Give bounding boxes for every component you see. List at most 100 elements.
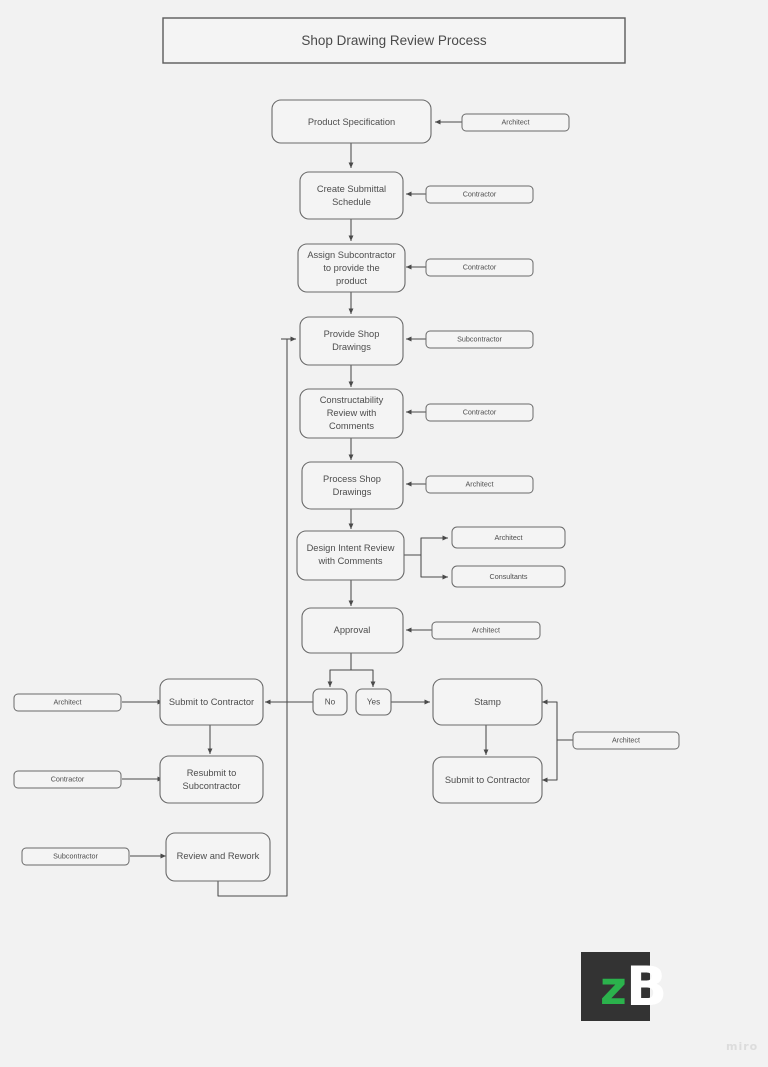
node-approval[interactable]: Approval <box>301 607 404 654</box>
title-frame-box <box>162 17 626 64</box>
role-label: Architect <box>495 533 523 542</box>
node-label-line2: Schedule <box>332 197 371 207</box>
node-label-line3: Comments <box>329 421 374 431</box>
title-frame[interactable]: Shop Drawing Review Process <box>162 17 626 64</box>
node-design-intent-review[interactable]: Design Intent Review with Comments <box>296 530 405 581</box>
role-box <box>425 403 534 422</box>
role-subcontractor-provide-drawings[interactable]: Subcontractor <box>425 330 534 349</box>
decision-box <box>312 688 348 716</box>
role-architect-design-intent[interactable]: Architect <box>451 526 566 549</box>
node-label-line1: Process Shop <box>323 474 381 484</box>
connector-approval-to-yes <box>351 669 376 687</box>
node-provide-shop-drawings[interactable]: Provide Shop Drawings <box>299 316 404 366</box>
role-architect-approval[interactable]: Architect <box>431 621 541 640</box>
miro-watermark: miro <box>726 1040 758 1053</box>
node-label-line3: product <box>336 276 367 286</box>
node-submit-to-contractor-left[interactable]: Submit to Contractor <box>159 678 264 726</box>
board-logo: z B <box>581 952 667 1021</box>
role-label: Subcontractor <box>457 334 502 343</box>
node-product-specification[interactable]: Product Specification <box>271 99 432 144</box>
role-label: Architect <box>466 479 494 488</box>
connector-design-intent-to-consultants <box>420 555 448 580</box>
role-label: Contractor <box>463 189 497 198</box>
logo-square <box>581 952 650 1021</box>
node-stamp[interactable]: Stamp <box>432 678 543 726</box>
logo-letter-z: z <box>600 961 627 1015</box>
role-label: Architect <box>54 697 82 706</box>
role-box <box>451 565 566 588</box>
role-box <box>425 258 534 277</box>
connector-approval-to-no <box>327 669 351 687</box>
node-submit-to-contractor-right[interactable]: Submit to Contractor <box>432 756 543 804</box>
node-label-line2: to provide the <box>323 263 379 273</box>
node-box <box>301 461 404 510</box>
logo-letter-b: B <box>626 955 667 1018</box>
role-box <box>431 621 541 640</box>
decision-label: Yes <box>367 698 380 707</box>
connector-layer <box>122 119 573 897</box>
node-label-line1: Design Intent Review <box>307 543 395 553</box>
role-subcontractor-review-rework[interactable]: Subcontractor <box>21 847 130 866</box>
node-box <box>432 678 543 726</box>
role-label: Consultants <box>490 572 528 581</box>
decision-no[interactable]: No <box>312 688 348 716</box>
node-box <box>297 243 406 293</box>
role-label: Contractor <box>463 262 497 271</box>
decision-box <box>355 688 392 716</box>
node-label-line1: Create Submittal <box>317 184 386 194</box>
role-contractor-assign-subcontractor[interactable]: Contractor <box>425 258 534 277</box>
node-constructability-review[interactable]: Constructability Review with Comments <box>299 388 404 439</box>
node-assign-subcontractor[interactable]: Assign Subcontractor to provide the prod… <box>297 243 406 293</box>
role-box <box>572 731 680 750</box>
role-box <box>425 330 534 349</box>
node-label: Submit to Contractor <box>445 775 530 785</box>
node-label: Product Specification <box>308 117 395 127</box>
role-architect-process-drawings[interactable]: Architect <box>425 475 534 494</box>
decision-label: No <box>325 698 336 707</box>
node-box <box>159 678 264 726</box>
node-review-and-rework[interactable]: Review and Rework <box>165 832 271 882</box>
node-label-line2: with Comments <box>317 556 382 566</box>
role-contractor-submittal-schedule[interactable]: Contractor <box>425 185 534 204</box>
decision-yes[interactable]: Yes <box>355 688 392 716</box>
role-label: Architect <box>612 735 640 744</box>
page-title: Shop Drawing Review Process <box>301 33 487 48</box>
role-contractor-resubmit[interactable]: Contractor <box>13 770 122 789</box>
node-box <box>159 755 264 804</box>
node-box <box>165 832 271 882</box>
node-label: Approval <box>334 625 371 635</box>
role-box <box>451 526 566 549</box>
node-label: Submit to Contractor <box>169 697 254 707</box>
node-box <box>296 530 405 581</box>
connector-architect-to-submit-right <box>542 740 558 783</box>
node-label-line1: Assign Subcontractor <box>307 250 395 260</box>
node-process-shop-drawings[interactable]: Process Shop Drawings <box>301 461 404 510</box>
node-box <box>299 388 404 439</box>
role-architect-stamp[interactable]: Architect <box>572 731 680 750</box>
role-box <box>425 475 534 494</box>
role-box <box>425 185 534 204</box>
role-label: Architect <box>502 117 530 126</box>
node-label-line2: Subcontractor <box>183 781 241 791</box>
role-label: Architect <box>472 625 500 634</box>
node-create-submittal-schedule[interactable]: Create Submittal Schedule <box>299 171 404 220</box>
role-label: Subcontractor <box>53 851 98 860</box>
role-consultants-design-intent[interactable]: Consultants <box>451 565 566 588</box>
node-box <box>271 99 432 144</box>
node-resubmit-to-subcontractor[interactable]: Resubmit to Subcontractor <box>159 755 264 804</box>
role-box <box>461 113 570 132</box>
role-box <box>13 770 122 789</box>
node-box <box>299 171 404 220</box>
role-contractor-constructability[interactable]: Contractor <box>425 403 534 422</box>
node-label: Stamp <box>474 697 501 707</box>
role-architect-product-spec[interactable]: Architect <box>461 113 570 132</box>
node-label-line1: Resubmit to <box>187 768 237 778</box>
node-label-line1: Provide Shop <box>324 329 380 339</box>
connector-design-intent-to-architect <box>404 535 448 556</box>
node-label-line2: Drawings <box>332 342 371 352</box>
role-label: Contractor <box>463 407 497 416</box>
node-label-line1: Constructability <box>320 395 384 405</box>
role-box <box>13 693 122 712</box>
role-architect-submit-left[interactable]: Architect <box>13 693 122 712</box>
